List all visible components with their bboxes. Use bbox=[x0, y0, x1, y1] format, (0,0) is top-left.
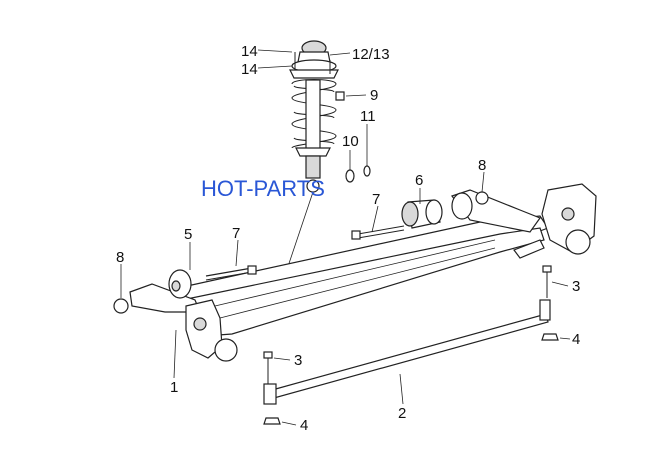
callouts: 14 14 12/13 9 10 11 8 6 7 5 7 8 1 2 3 4 … bbox=[116, 43, 580, 434]
bushing-right bbox=[401, 199, 443, 229]
watermark: HOT-PARTS bbox=[201, 176, 325, 201]
nut-4-right bbox=[541, 333, 559, 341]
bushing-left bbox=[168, 269, 192, 299]
callout-9: 9 bbox=[370, 87, 378, 104]
callout-1: 1 bbox=[170, 379, 178, 396]
callout-14-lower: 14 bbox=[241, 61, 258, 78]
callout-11: 11 bbox=[360, 108, 376, 125]
bolt-7-center bbox=[351, 225, 405, 240]
callout-8-left: 8 bbox=[116, 249, 124, 266]
shock-absorber-assembly bbox=[269, 40, 345, 321]
callout-3-left: 3 bbox=[294, 352, 302, 369]
bolt-3-right bbox=[542, 265, 552, 298]
callout-12-13: 12/13 bbox=[352, 46, 390, 63]
bolt-7-left bbox=[205, 265, 257, 281]
callout-4-left: 4 bbox=[300, 417, 308, 434]
axle-beam bbox=[113, 183, 597, 362]
bushing-right-front bbox=[451, 192, 473, 220]
callout-4-right: 4 bbox=[572, 331, 580, 348]
lateral-rod bbox=[263, 299, 551, 405]
leader-lines bbox=[120, 49, 571, 426]
callout-10: 10 bbox=[342, 133, 359, 150]
callout-8-right: 8 bbox=[478, 157, 486, 174]
washers bbox=[345, 165, 371, 183]
callout-5: 5 bbox=[184, 226, 192, 243]
callout-7-center: 7 bbox=[372, 191, 380, 208]
callout-2: 2 bbox=[398, 405, 406, 422]
callout-7-left: 7 bbox=[232, 225, 240, 242]
bolt-3-left bbox=[263, 351, 273, 384]
callout-6: 6 bbox=[415, 172, 423, 189]
callout-14-upper: 14 bbox=[241, 43, 258, 60]
callout-3-right: 3 bbox=[572, 278, 580, 295]
nut-4-left bbox=[263, 417, 281, 425]
